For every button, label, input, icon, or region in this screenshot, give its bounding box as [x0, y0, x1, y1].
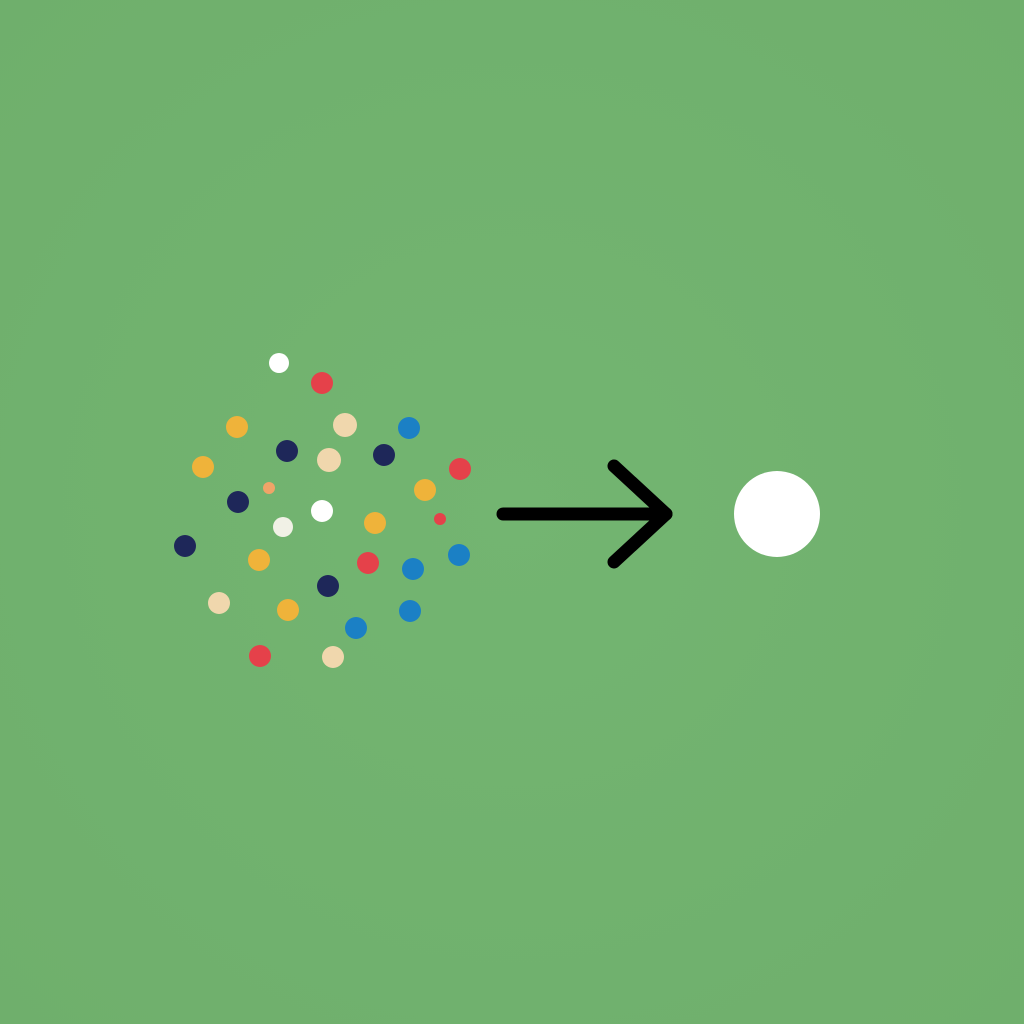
dot-yellow: [277, 599, 299, 621]
dot-tan: [317, 448, 341, 472]
dot-red: [311, 372, 333, 394]
dot-yellow: [414, 479, 436, 501]
dot-red: [249, 645, 271, 667]
right-arrow-icon: [496, 459, 673, 569]
dot-blue: [402, 558, 424, 580]
dot-navy: [227, 491, 249, 513]
dot-red: [434, 513, 446, 525]
dot-tan: [333, 413, 357, 437]
dot-white: [269, 353, 289, 373]
dot-orange: [263, 482, 275, 494]
dot-tan: [208, 592, 230, 614]
dot-yellow: [226, 416, 248, 438]
scattered-dots-group: [174, 353, 471, 668]
dot-red: [449, 458, 471, 480]
dot-red: [357, 552, 379, 574]
dot-blue: [399, 600, 421, 622]
dot-yellow: [364, 512, 386, 534]
dot-navy: [317, 575, 339, 597]
dot-navy: [174, 535, 196, 557]
dot-navy: [373, 444, 395, 466]
dot-yellow: [192, 456, 214, 478]
dot-blue: [448, 544, 470, 566]
dot-tan: [322, 646, 344, 668]
dot-white: [311, 500, 333, 522]
result-circle: [734, 471, 820, 557]
dot-yellow: [248, 549, 270, 571]
dot-navy: [276, 440, 298, 462]
dot-blue: [398, 417, 420, 439]
dot-cream: [273, 517, 293, 537]
dot-blue: [345, 617, 367, 639]
